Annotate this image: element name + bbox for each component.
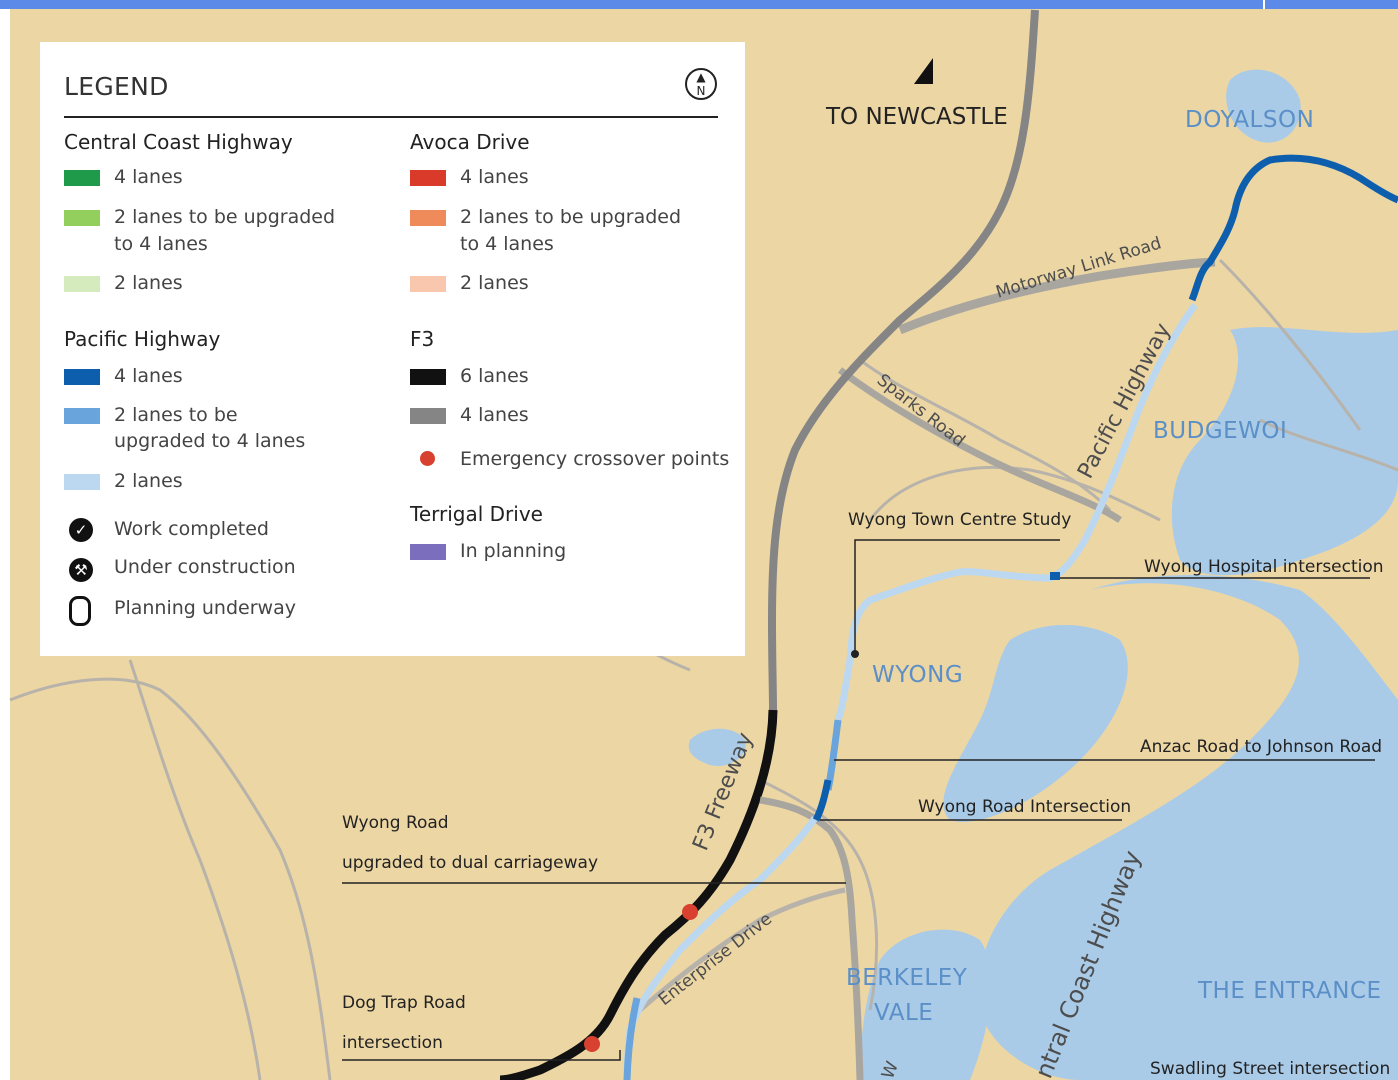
place-doyalson: DOYALSON: [1185, 107, 1314, 133]
swatch-pacific-4-lanes: [64, 369, 100, 385]
compass-label: N: [696, 84, 706, 98]
swatch-cch-2-lanes: [64, 276, 100, 292]
annotation-wyong-town-centre: Wyong Town Centre Study: [848, 510, 1071, 530]
legend-divider: [64, 116, 718, 118]
place-berkeley-vale-line2: VALE: [874, 1000, 933, 1026]
legend-item-f3-4-lanes: 4 lanes: [460, 404, 529, 426]
legend-item-pacific-upgrade-line1: 2 lanes to be: [114, 404, 238, 426]
place-berkeley-vale-line1: BERKELEY: [846, 965, 968, 991]
annotation-wyong-road-line1: Wyong Road: [342, 813, 449, 833]
enterprise-drive: [638, 887, 846, 1012]
crossover-dot-icon: [420, 451, 435, 466]
wyong-hospital-marker: [1050, 572, 1060, 580]
swatch-avoca-2-lanes: [410, 276, 446, 292]
north-arrow-icon: [914, 58, 933, 84]
legend-heading-avoca-drive: Avoca Drive: [410, 130, 530, 154]
planning-icon: [69, 596, 91, 626]
legend-status-construction: Under construction: [114, 556, 296, 578]
annotation-wyong-road-line2: upgraded to dual carriageway: [342, 853, 598, 873]
legend-item-cch-upgrade-line2: to 4 lanes: [114, 233, 208, 255]
construction-icon: ⚒: [69, 558, 93, 582]
left-margin: [0, 0, 10, 1080]
legend-heading-f3: F3: [410, 327, 435, 351]
crossover-point-2: [584, 1036, 600, 1052]
legend-item-pacific-4-lanes: 4 lanes: [114, 365, 183, 387]
pacific-highway-4-lanes: [812, 154, 1398, 822]
label-partial-w: W: [878, 1059, 903, 1080]
legend-item-avoca-upgrade-line1: 2 lanes to be upgraded: [460, 206, 682, 228]
f3-6-lanes: [499, 709, 778, 1080]
motorway-link-road: [898, 257, 1216, 335]
legend-item-pacific-2-lanes: 2 lanes: [114, 470, 183, 492]
annotation-anzac-road: Anzac Road to Johnson Road: [1140, 737, 1382, 757]
berkeley-bay: [860, 929, 991, 1080]
legend-heading-central-coast-highway: Central Coast Highway: [64, 130, 293, 154]
place-budgewoi: BUDGEWOI: [1153, 418, 1287, 444]
legend-item-crossover: Emergency crossover points: [460, 448, 730, 470]
f3-4-lanes: [767, 9, 1039, 711]
swatch-terrigal-planning: [410, 544, 446, 560]
legend-item-cch-2-lanes: 2 lanes: [114, 272, 183, 294]
legend-item-cch-upgrade-line1: 2 lanes to be upgraded: [114, 206, 336, 228]
lake-doyalson: [1226, 69, 1301, 143]
annotation-lines: [342, 539, 1375, 1061]
lake-south-arm: [943, 625, 1128, 822]
swatch-avoca-upgrade: [410, 210, 446, 226]
annotation-wyong-hospital: Wyong Hospital intersection: [1144, 557, 1384, 577]
legend-item-cch-4-lanes: 4 lanes: [114, 166, 183, 188]
legend-item-avoca-4-lanes: 4 lanes: [460, 166, 529, 188]
swatch-cch-4-lanes: [64, 170, 100, 186]
place-wyong: WYONG: [872, 662, 963, 688]
legend-title: LEGEND: [64, 72, 169, 101]
annotation-dog-trap-line2: intersection: [342, 1033, 443, 1053]
compass-icon: ▲N: [685, 68, 717, 100]
legend-item-f3-6-lanes: 6 lanes: [460, 365, 529, 387]
swatch-pacific-2-lanes: [64, 474, 100, 490]
swatch-pacific-upgrade: [64, 408, 100, 424]
lake-tuggerah: [978, 575, 1398, 1080]
direction-newcastle: TO NEWCASTLE: [825, 104, 1008, 130]
swatch-f3-6-lanes: [410, 369, 446, 385]
legend-item-avoca-upgrade-line2: to 4 lanes: [460, 233, 554, 255]
top-bar: [0, 0, 1398, 9]
swatch-f3-4-lanes: [410, 408, 446, 424]
legend-heading-pacific-highway: Pacific Highway: [64, 327, 221, 351]
legend-panel: LEGEND ▲N Central Coast Highway 4 lanes …: [40, 42, 745, 656]
legend-heading-terrigal-drive: Terrigal Drive: [410, 502, 543, 526]
crossover-point-1: [682, 904, 698, 920]
legend-item-avoca-2-lanes: 2 lanes: [460, 272, 529, 294]
sparks-road: [837, 367, 1122, 523]
wyong-road: [759, 796, 864, 1080]
legend-item-terrigal-planning: In planning: [460, 540, 567, 562]
top-bar-divider: [1263, 0, 1265, 9]
annotation-swadling-street: Swadling Street intersection: [1150, 1059, 1390, 1079]
legend-status-completed: Work completed: [114, 518, 269, 540]
small-pond: [688, 728, 746, 766]
place-the-entrance: THE ENTRANCE: [1197, 978, 1382, 1004]
legend-item-pacific-upgrade-line2: upgraded to 4 lanes: [114, 430, 306, 452]
swatch-avoca-4-lanes: [410, 170, 446, 186]
check-icon: ✓: [69, 518, 93, 542]
annotation-wyong-road-intersection: Wyong Road Intersection: [918, 797, 1131, 817]
swatch-cch-upgrade: [64, 210, 100, 226]
annotation-dog-trap-line1: Dog Trap Road: [342, 993, 466, 1013]
legend-status-planning: Planning underway: [114, 597, 296, 619]
